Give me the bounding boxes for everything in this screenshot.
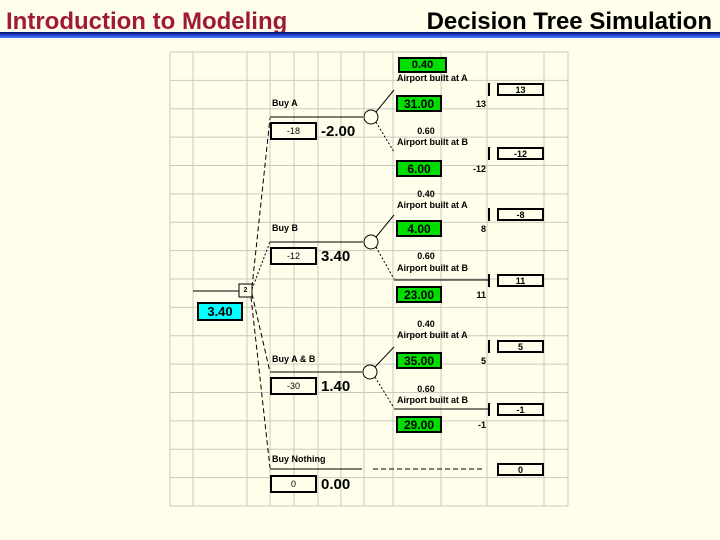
branch-ev: 1.40 bbox=[321, 377, 351, 395]
connector-buy-a bbox=[251, 117, 271, 288]
simulated-value-cell: 0 bbox=[497, 463, 544, 476]
decision-node-label: 2 bbox=[243, 287, 248, 294]
outcome-value-cell: 31.00 bbox=[396, 95, 442, 112]
simulated-value-cell: 13 bbox=[497, 83, 544, 96]
title-underline bbox=[0, 32, 720, 38]
outcome-value-cell: 6.00 bbox=[396, 160, 442, 177]
diag-ab-top bbox=[374, 346, 395, 368]
chance-node-buy-b bbox=[363, 234, 379, 250]
branch-cost-cell: -12 bbox=[270, 247, 317, 265]
chance-node-buy-a bbox=[363, 109, 379, 125]
tree-lines bbox=[193, 83, 490, 470]
terminal-value: 5 bbox=[480, 355, 486, 366]
outcome-value-cell: 23.00 bbox=[396, 286, 442, 303]
branch-ev: 0.00 bbox=[321, 475, 351, 493]
outcome-value-cell: 4.00 bbox=[396, 220, 442, 237]
chance-node-buy-ab bbox=[362, 364, 378, 380]
terminal-value: -1 bbox=[477, 419, 486, 430]
terminal-value: 8 bbox=[480, 223, 486, 234]
outcome-label: Airport built at A bbox=[397, 73, 468, 83]
connector-buy-nothing bbox=[250, 296, 271, 469]
simulated-value-cell: 11 bbox=[497, 274, 544, 287]
branch-cost-cell: -18 bbox=[270, 122, 317, 140]
outcome-label: Airport built at B bbox=[397, 137, 468, 147]
probability-text: 0.60 bbox=[417, 126, 435, 136]
root-ev-cell: 3.40 bbox=[197, 302, 243, 321]
probability-text: 0.60 bbox=[417, 384, 435, 394]
diag-b-top bbox=[375, 214, 395, 238]
terminal-value: -12 bbox=[472, 163, 486, 174]
page-title: Introduction to Modeling bbox=[6, 8, 288, 35]
probability-text: 0.60 bbox=[417, 251, 435, 261]
connector-buy-b bbox=[251, 241, 271, 290]
branch-ev: -2.00 bbox=[321, 122, 356, 140]
terminal-value: 13 bbox=[475, 98, 486, 109]
branch-label: Buy Nothing bbox=[272, 454, 326, 464]
branch-label: Buy B bbox=[272, 223, 299, 233]
page-subtitle: Decision Tree Simulation bbox=[426, 8, 712, 35]
outcome-value-cell: 35.00 bbox=[396, 352, 442, 369]
branch-label: Buy A & B bbox=[272, 354, 316, 364]
outcome-label: Airport built at B bbox=[397, 263, 468, 273]
diag-b-bottom bbox=[375, 246, 395, 280]
diag-a-top bbox=[375, 89, 395, 113]
branch-cost-cell: -30 bbox=[270, 377, 317, 395]
diag-a-bottom bbox=[375, 121, 395, 153]
outcome-label: Airport built at B bbox=[397, 395, 468, 405]
simulated-value-cell: -1 bbox=[497, 403, 544, 416]
probability-text: 0.40 bbox=[417, 319, 435, 329]
outcome-label: Airport built at A bbox=[397, 330, 468, 340]
outcome-label: Airport built at A bbox=[397, 200, 468, 210]
probability-cell: 0.40 bbox=[398, 57, 447, 73]
spreadsheet-gridlines bbox=[169, 51, 569, 507]
outcome-value-cell: 29.00 bbox=[396, 416, 442, 433]
branch-cost-cell: 0 bbox=[270, 475, 317, 493]
probability-text: 0.40 bbox=[417, 189, 435, 199]
connector-buy-ab bbox=[251, 293, 271, 373]
branch-label: Buy A bbox=[272, 98, 298, 108]
branch-ev: 3.40 bbox=[321, 247, 351, 265]
simulated-value-cell: 5 bbox=[497, 340, 544, 353]
decision-node-square bbox=[238, 283, 253, 298]
simulated-value-cell: -8 bbox=[497, 208, 544, 221]
terminal-value: 11 bbox=[476, 289, 486, 300]
simulated-value-cell: -12 bbox=[497, 147, 544, 160]
